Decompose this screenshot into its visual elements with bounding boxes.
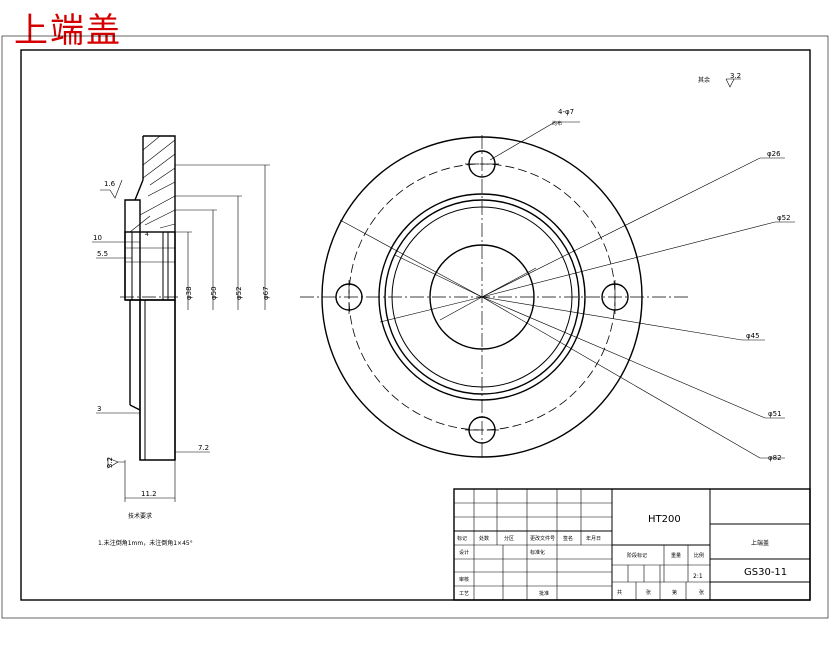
hole-even-label: 均布 bbox=[552, 120, 562, 127]
roughness-default-value: 3.2 bbox=[730, 72, 741, 80]
dim-10: 10 bbox=[93, 234, 102, 242]
label-approve: 批准 bbox=[539, 590, 549, 597]
label-sheet-no: 第 bbox=[672, 589, 677, 596]
front-view: 4-φ7 均布 φ26 φ52 φ45 φ51 φ82 bbox=[300, 108, 795, 462]
hdr-date: 年月日 bbox=[586, 535, 601, 542]
material-label: HT200 bbox=[648, 514, 681, 525]
dim-phi45: φ45 bbox=[746, 332, 760, 340]
scale-value: 2:1 bbox=[693, 573, 703, 580]
dim-phi26: φ26 bbox=[767, 150, 781, 158]
outer-frame bbox=[1, 35, 829, 619]
drawing-title: 上端盖 bbox=[14, 11, 122, 51]
hdr-zone: 分区 bbox=[504, 535, 514, 542]
hdr-sign: 签名 bbox=[563, 535, 573, 542]
hdr-mark: 标记 bbox=[457, 535, 467, 542]
dim-4: 4 bbox=[145, 231, 149, 238]
label-total: 共 bbox=[617, 589, 622, 596]
label-sheets-1: 张 bbox=[646, 589, 651, 596]
label-standardize: 标准化 bbox=[530, 549, 545, 556]
label-weight: 重量 bbox=[671, 552, 681, 559]
dim-phi38: φ38 bbox=[185, 286, 193, 300]
dim-11-2: 11.2 bbox=[141, 490, 157, 498]
notes-text: 1.未注倒角1mm，未注倒角1×45° bbox=[98, 539, 193, 547]
label-process: 工艺 bbox=[459, 591, 469, 597]
label-sheets-2: 张 bbox=[699, 589, 704, 596]
dim-phi67: φ67 bbox=[262, 286, 270, 300]
dim-phi52: φ52 bbox=[777, 214, 791, 222]
hdr-count: 处数 bbox=[479, 535, 489, 542]
dim-5-5: 5.5 bbox=[97, 250, 108, 258]
dim-phi82: φ82 bbox=[768, 454, 782, 462]
dim-phi52-side: φ52 bbox=[235, 286, 243, 300]
part-name: 上端盖 bbox=[751, 539, 769, 547]
roughness-side: 1.6 bbox=[104, 180, 116, 188]
hole-count-label: 4-φ7 bbox=[558, 108, 574, 116]
dim-7-2: 7.2 bbox=[198, 444, 209, 452]
default-roughness: 其余 3.2 bbox=[698, 72, 741, 88]
hdr-change-doc: 更改文件号 bbox=[530, 535, 555, 542]
side-view: φ38 φ50 φ52 φ67 10 5.5 3 4 7.2 11.2 1.6 … bbox=[92, 135, 270, 502]
drawing-number: GS30-11 bbox=[744, 567, 787, 578]
roughness-bottom: 3.2 bbox=[106, 457, 114, 468]
roughness-default-label: 其余 bbox=[698, 76, 710, 84]
dim-phi50: φ50 bbox=[210, 286, 218, 300]
notes-heading: 技术要求 bbox=[128, 512, 152, 520]
dim-phi51: φ51 bbox=[768, 410, 782, 418]
dim-3: 3 bbox=[97, 405, 101, 413]
drawing-border bbox=[20, 49, 811, 601]
label-review: 审核 bbox=[459, 576, 469, 583]
title-block: HT200 上端盖 GS30-11 2:1 标记 处数 分区 更改文件号 签名 … bbox=[453, 488, 811, 601]
label-stage: 阶段标记 bbox=[627, 552, 647, 559]
label-scale: 比例 bbox=[694, 552, 704, 559]
label-design: 设计 bbox=[459, 549, 469, 556]
